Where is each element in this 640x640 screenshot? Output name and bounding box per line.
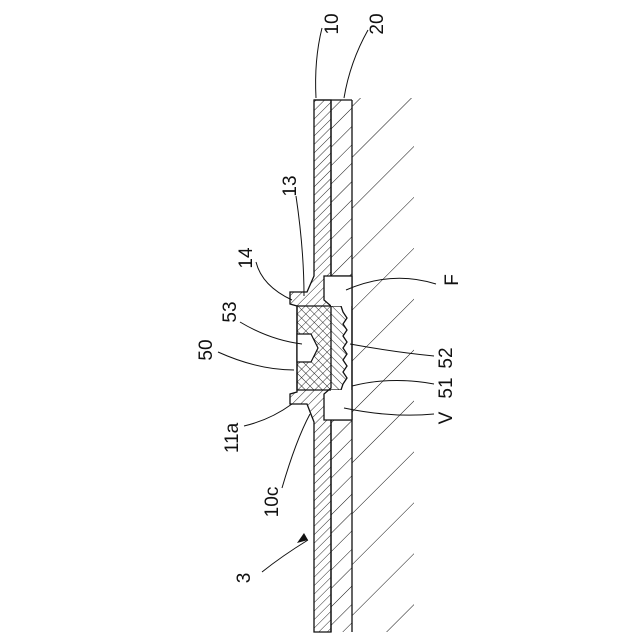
- label-F: F: [442, 274, 463, 286]
- label-10: 10: [322, 13, 343, 34]
- wall-substrate: [352, 98, 414, 632]
- label-14: 14: [236, 247, 257, 269]
- label-11a: 11a: [222, 422, 243, 453]
- label-10c: 10c: [262, 487, 283, 518]
- label-V: V: [436, 411, 457, 424]
- label-50: 50: [196, 339, 217, 360]
- screw-50: [297, 306, 347, 390]
- label-3: 3: [234, 573, 255, 584]
- label-51: 51: [436, 377, 457, 398]
- label-13: 13: [280, 175, 301, 196]
- label-20: 20: [367, 13, 388, 34]
- label-53: 53: [220, 301, 241, 322]
- label-52: 52: [436, 347, 457, 368]
